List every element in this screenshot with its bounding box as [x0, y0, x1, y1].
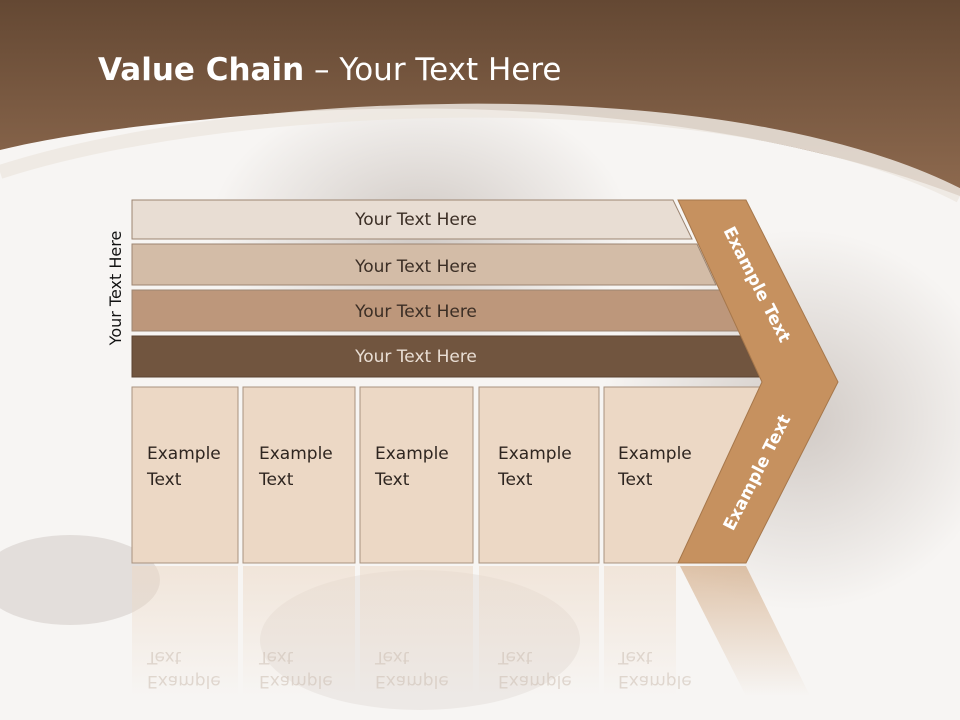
box-4-line1: Example [498, 444, 572, 464]
bar-2 [131, 243, 717, 286]
box-2-line2: Text [258, 470, 294, 490]
side-label: Your Text Here [106, 231, 125, 347]
slide-title: Value Chain – Your Text Here [98, 52, 561, 88]
svg-text:Text: Text [258, 647, 294, 667]
svg-text:Text: Text [497, 647, 533, 667]
svg-text:Text: Text [146, 647, 182, 667]
box-3 [359, 386, 474, 564]
header-curve-highlight [0, 103, 960, 203]
chevron-arrow [677, 199, 839, 564]
svg-text:Text: Text [617, 647, 653, 667]
bar-1 [131, 199, 693, 240]
box-3-line1: Example [375, 444, 449, 464]
bar-2-label: Your Text Here [354, 257, 477, 277]
box-4-line2: Text [497, 470, 533, 490]
bar-1-label: Your Text Here [354, 210, 477, 230]
box-1-line2: Text [146, 470, 182, 490]
box-5-line1: Example [618, 444, 692, 464]
box-2 [242, 386, 356, 564]
svg-text:Example: Example [498, 671, 572, 691]
header-band [0, 0, 960, 196]
svg-text:Example: Example [147, 671, 221, 691]
box-3-line2: Text [374, 470, 410, 490]
bar-3-label: Your Text Here [354, 302, 477, 322]
reflection: Text Example Text Example Text Example T… [132, 566, 810, 696]
svg-text:Example: Example [618, 671, 692, 691]
box-5-line2: Text [617, 470, 653, 490]
box-1-line1: Example [147, 444, 221, 464]
title-rest: – Your Text Here [304, 52, 562, 88]
svg-text:Example: Example [259, 671, 333, 691]
title-bold: Value Chain [98, 52, 305, 88]
box-4 [478, 386, 600, 564]
svg-text:Example: Example [375, 671, 449, 691]
box-2-line1: Example [259, 444, 333, 464]
box-1 [131, 386, 239, 564]
svg-text:Text: Text [374, 647, 410, 667]
bar-4-label: Your Text Here [354, 347, 477, 367]
